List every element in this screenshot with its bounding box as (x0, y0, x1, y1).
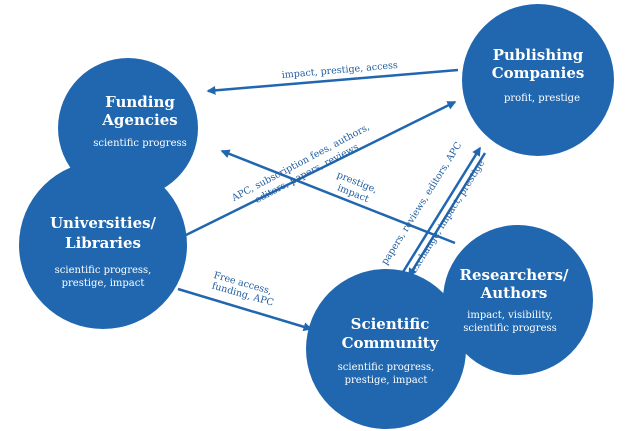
node-title-line: Community (342, 334, 440, 352)
arrow-researchers-to-funding (220, 149, 456, 245)
arrow-community-to-publishing (401, 146, 482, 273)
node-circle (306, 269, 466, 429)
node-title-line: Universities/ (50, 214, 157, 232)
node-title-line: Publishing (493, 46, 584, 64)
node-description-line: scientific progress (93, 138, 187, 149)
node-description-line: prestige, impact (62, 278, 145, 289)
edge-label-publishing-to-funding: impact, prestige, access (281, 60, 398, 81)
node-description-line: prestige, impact (345, 375, 428, 386)
node-description-line: impact, visibility, (467, 310, 553, 321)
node-circle (19, 161, 187, 329)
arrow-universities-to-publishing (185, 100, 457, 237)
node-researchers-authors: Researchers/ Authors impact, visibility,… (443, 225, 593, 375)
node-description-line: scientific progress, (55, 265, 152, 276)
node-title-line: Authors (480, 284, 548, 302)
node-title-line: Researchers/ (459, 266, 569, 284)
node-title-line: Companies (492, 64, 585, 82)
node-circle (443, 225, 593, 375)
node-title-line: Scientific (351, 315, 430, 333)
node-publishing-companies: Publishing Companies profit, prestige (462, 4, 614, 156)
arrow-universities-to-community (177, 287, 313, 332)
arrow-publishing-to-funding (206, 68, 459, 95)
node-description-line: scientific progress, (338, 362, 435, 373)
node-title-line: Agencies (101, 111, 177, 129)
node-title-line: Funding (105, 93, 175, 111)
node-circle (462, 4, 614, 156)
node-description-line: profit, prestige (504, 93, 580, 104)
node-universities-libraries: Universities/ Libraries scientific progr… (19, 161, 187, 329)
arrow-publishing-to-community (407, 152, 487, 278)
node-title-line: Libraries (65, 234, 141, 252)
node-description-line: scientific progress (463, 323, 557, 334)
node-scientific-community: Scientific Community scientific progress… (306, 269, 466, 429)
